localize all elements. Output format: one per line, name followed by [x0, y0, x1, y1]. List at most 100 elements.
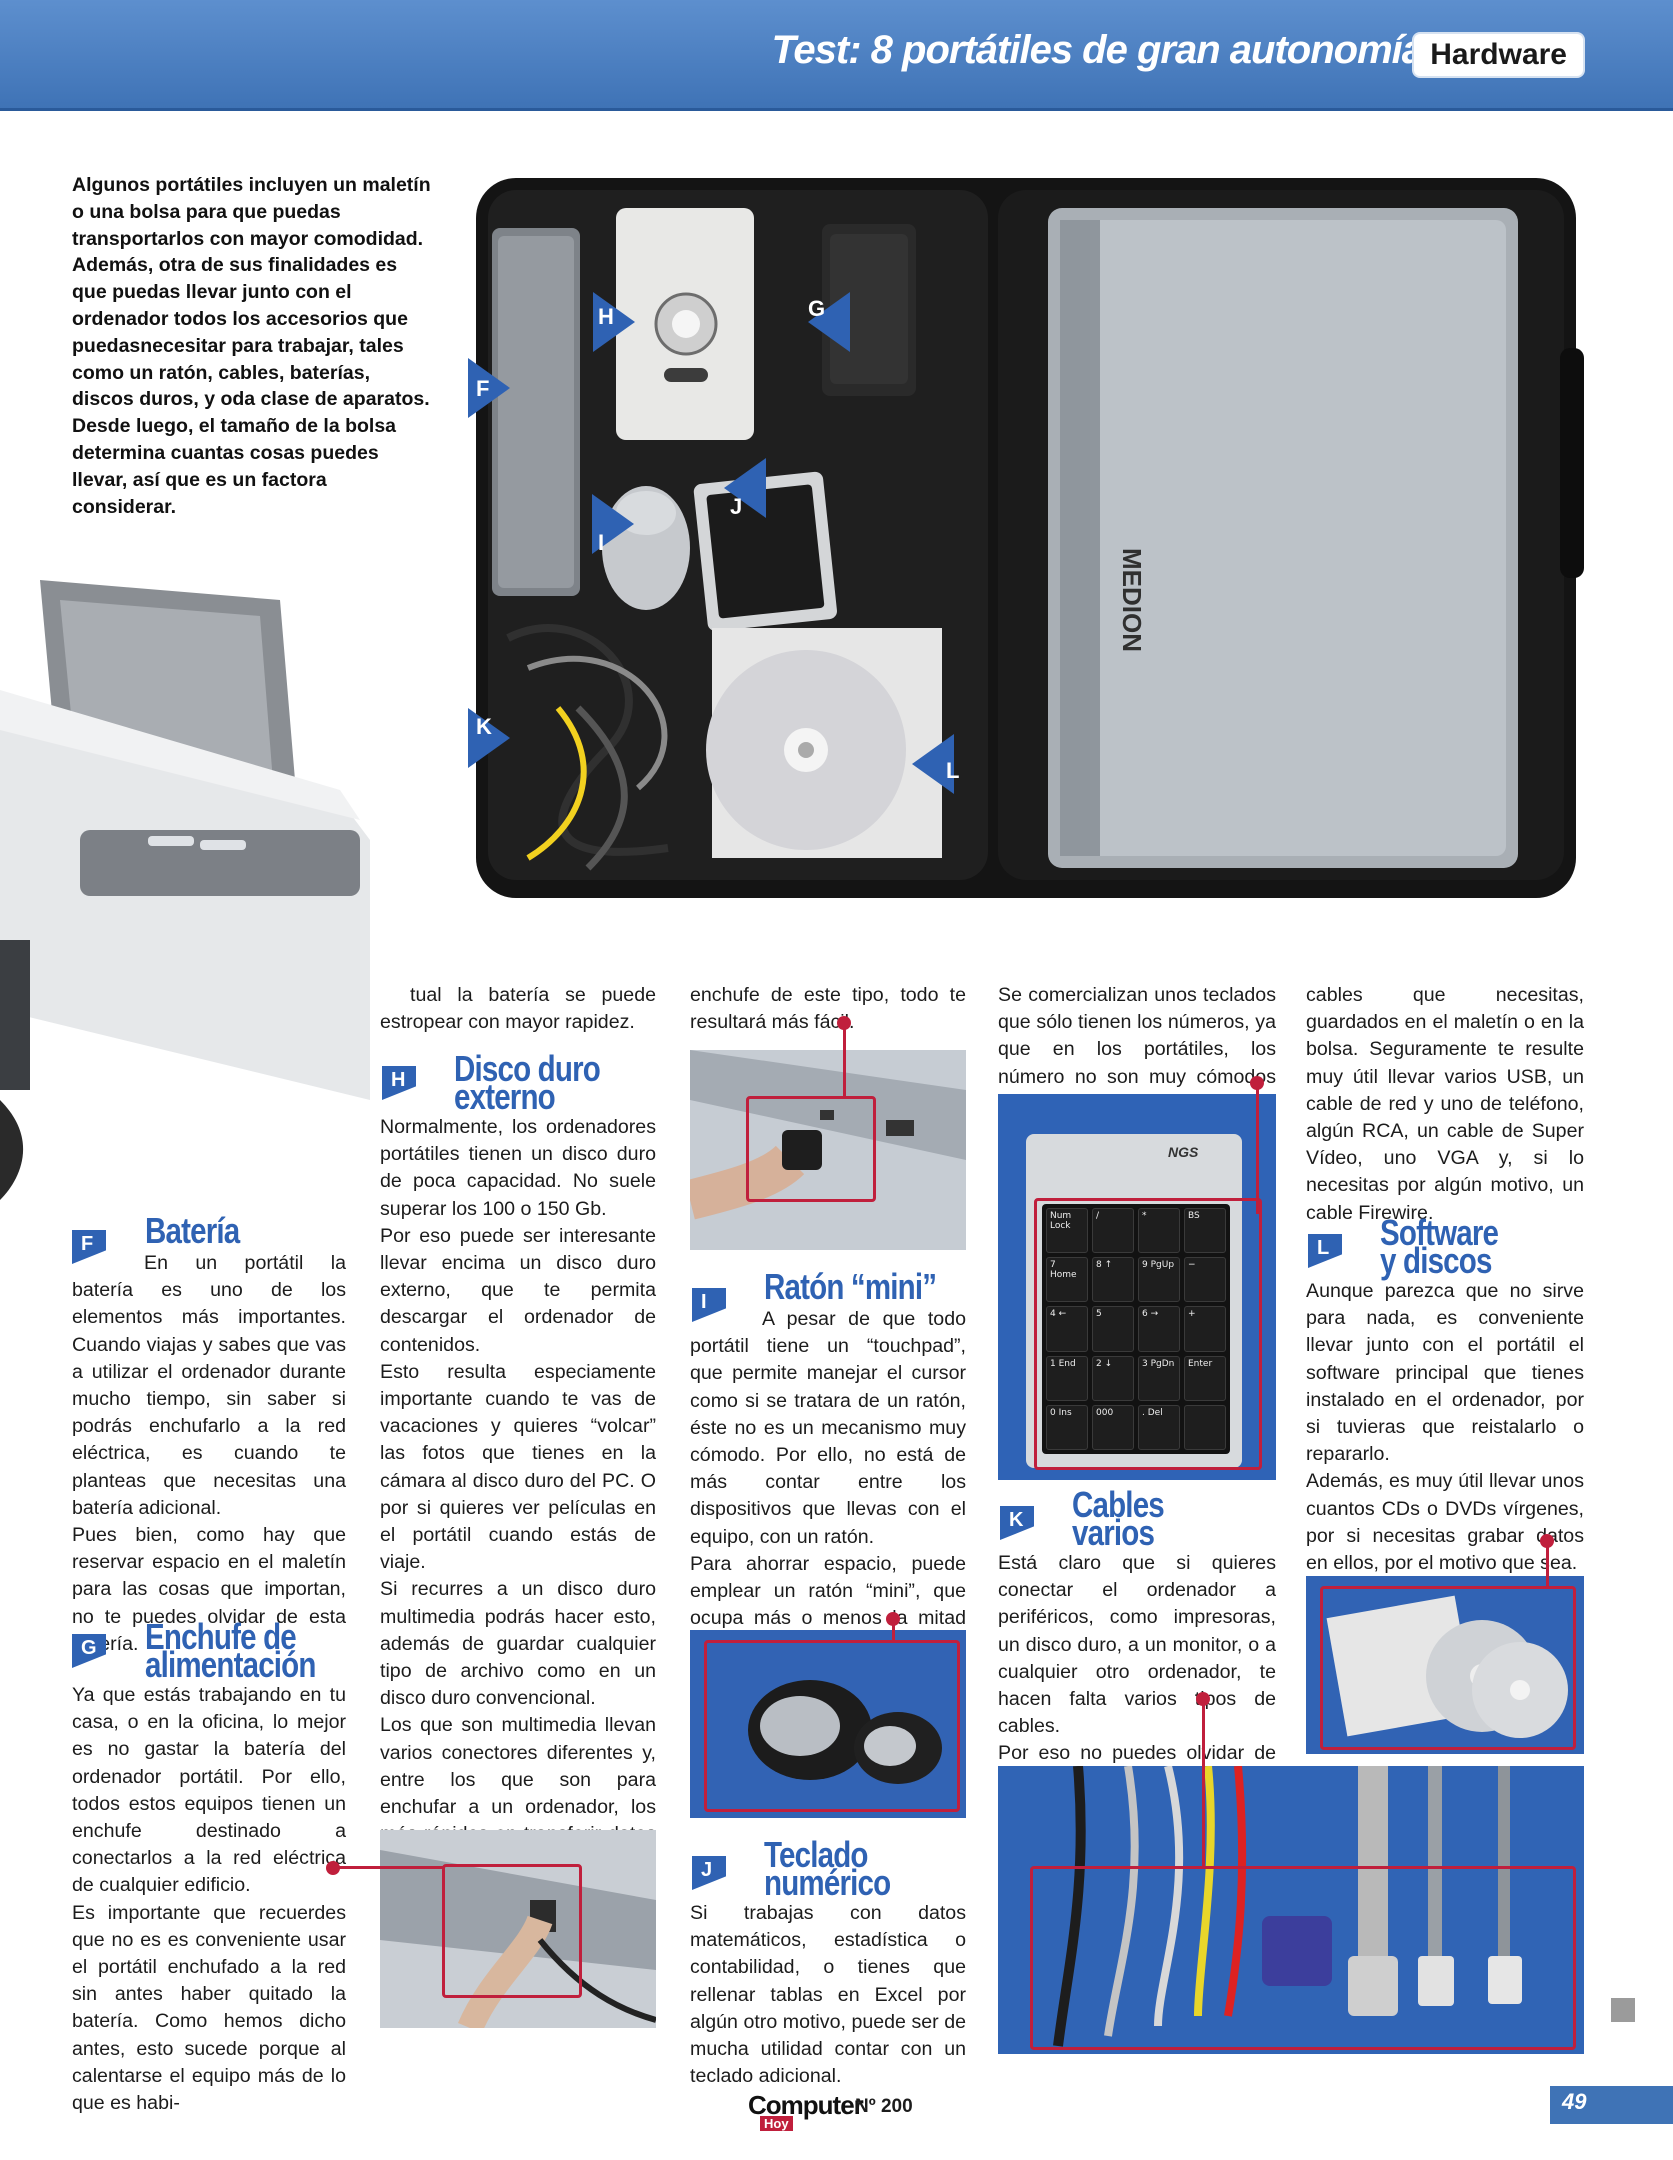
keypad-key: *: [1138, 1208, 1180, 1254]
section-l-title-1: Software: [1380, 1212, 1499, 1253]
keypad-key: 2 ↓: [1092, 1355, 1134, 1401]
page-number-bar: [1550, 2086, 1673, 2124]
section-f-title: Batería: [145, 1210, 240, 1251]
section-tag: Hardware: [1414, 34, 1583, 76]
section-h-title-2: externo: [454, 1076, 556, 1117]
page-marker-square: [1611, 1998, 1635, 2022]
magazine-logo-sub: Hoy: [760, 2116, 793, 2131]
marker-i-label: I: [598, 530, 605, 555]
cds-highlight: [1320, 1586, 1576, 1750]
section-j-badge: J: [692, 1856, 726, 1890]
keypad-key: −: [1184, 1257, 1226, 1303]
magazine-logo: Computer: [748, 2090, 864, 2120]
marker-k: [468, 708, 510, 768]
marker-f: [468, 358, 510, 418]
keypad-callout-line: [1256, 1082, 1259, 1214]
marker-l: [912, 734, 954, 794]
keypad-key: . Del: [1138, 1404, 1180, 1450]
column-2-text: tual la batería se puede estropear con m…: [380, 982, 656, 1036]
section-k-title-1: Cables: [1072, 1484, 1165, 1525]
keypad-key: 3 PgDn: [1138, 1355, 1180, 1401]
keypad-key: 8 ↑: [1092, 1257, 1134, 1303]
column-3-text-c: Si trabajas con datos matemáticos, estad…: [690, 1900, 966, 2090]
section-title: Test: 8 portátiles de gran autonomía: [771, 28, 1424, 72]
keypad-key: +: [1184, 1306, 1226, 1352]
marker-i: [592, 494, 634, 554]
raton-paragraph: A pesar de que todo portátil tiene un “t…: [690, 1308, 966, 1548]
keypad-key: 9 PgUp: [1138, 1257, 1180, 1303]
column-1-text: En un portátil la batería es uno de los …: [72, 1250, 346, 1658]
cables-callout-line: [1202, 1698, 1205, 1866]
firewire-callout-line: [843, 1022, 846, 1096]
cds-photo: [1306, 1576, 1584, 1754]
issue-number: Nº 200: [855, 2096, 913, 2117]
keypad-key: 6 →: [1138, 1306, 1180, 1352]
bateria-paragraph: En un portátil la batería es uno de los …: [72, 1252, 346, 1519]
marker-l-label: L: [946, 758, 960, 783]
disco-paragraph-4: Si recurres a un disco duro multimedia p…: [380, 1578, 656, 1710]
column-3-text: enchufe de este tipo, todo te resultará …: [690, 982, 966, 1036]
software-paragraph: Aunque parezca que no sirve para nada, e…: [1306, 1280, 1584, 1466]
keypad-key: [1184, 1404, 1226, 1450]
power-plug-callout-line: [332, 1866, 444, 1869]
section-g-badge: G: [72, 1634, 106, 1668]
col3-top-paragraph: enchufe de este tipo, todo te resultará …: [690, 984, 966, 1034]
keypad-highlight: [1034, 1198, 1262, 1470]
cds-callout-dot: [1540, 1534, 1554, 1548]
enchufe-paragraph: Ya que estás trabajando en tu casa, o en…: [72, 1684, 346, 1897]
disco-paragraph-2: Por eso puede ser interesante llevar enc…: [380, 1224, 656, 1356]
marker-j: [724, 458, 766, 518]
power-plug-highlight: [442, 1864, 582, 1998]
column-5-text: cables que necesitas, guardados en el ma…: [1306, 982, 1584, 1227]
cables-paragraph: Está claro que si quieres conectar el or…: [998, 1552, 1276, 1738]
keypad-key: Enter: [1184, 1355, 1226, 1401]
section-k-title-2: varios: [1072, 1512, 1155, 1553]
column-3-text-b: A pesar de que todo portátil tiene un “t…: [690, 1306, 966, 1660]
laptop-bag-photo: MEDION F H G I J: [468, 168, 1588, 908]
keypad-key: 000: [1092, 1404, 1134, 1450]
printer-photo: [0, 540, 380, 1200]
firewire-highlight: [746, 1096, 876, 1202]
column-4-text-b: Está claro que si quieres conectar el or…: [998, 1550, 1276, 1795]
section-k-badge: K: [1000, 1506, 1034, 1540]
section-i-title: Ratón “mini”: [764, 1266, 937, 1307]
firewire-callout-dot: [837, 1016, 851, 1030]
section-l-badge: L: [1308, 1234, 1342, 1268]
column-4-text: Se comercializan unos teclados que sólo …: [998, 982, 1276, 1118]
cables-photo: [998, 1766, 1584, 2054]
page-number: 49: [1562, 2089, 1587, 2114]
firewire-illustration: [690, 1050, 966, 1250]
keypad-key: 0 Ins: [1046, 1404, 1088, 1450]
teclado-paragraph: Si trabajas con datos matemáticos, estad…: [690, 1902, 966, 2088]
mice-photo: [690, 1630, 966, 1818]
keypad-key: 5: [1092, 1306, 1134, 1352]
marker-g: [808, 292, 850, 352]
intro-text: Algunos portátiles incluyen un maletín o…: [72, 174, 431, 518]
software-paragraph-2: Además, es muy útil llevar unos cuantos …: [1306, 1470, 1584, 1575]
firewire-photo: [690, 1050, 966, 1250]
keypad-brand: NGS: [1168, 1144, 1199, 1160]
keypad-callout-dot: [1250, 1076, 1264, 1090]
disco-paragraph: Normalmente, los ordenadores portátiles …: [380, 1116, 656, 1220]
keypad-key: 4 ←: [1046, 1306, 1088, 1352]
mice-callout-line: [892, 1618, 895, 1640]
keypad-key: BS: [1184, 1208, 1226, 1254]
printer-illustration: [0, 540, 380, 1200]
column-5-text-b: Aunque parezca que no sirve para nada, e…: [1306, 1278, 1584, 1577]
col2-top-paragraph: tual la batería se puede estropear con m…: [380, 984, 656, 1034]
col5-top-paragraph: cables que necesitas, guardados en el ma…: [1306, 984, 1584, 1224]
section-h-title-1: Disco duro: [454, 1048, 601, 1089]
marker-k-label: K: [476, 714, 492, 739]
header-bar: [0, 0, 1673, 111]
keypad-key: 1 End: [1046, 1355, 1088, 1401]
mice-highlight: [704, 1640, 960, 1812]
mice-callout-dot: [886, 1612, 900, 1626]
enchufe-paragraph-2: Es importante que recuerdes que no es es…: [72, 1901, 346, 2115]
laptop-bag-illustration: MEDION: [468, 168, 1588, 908]
marker-g-label: G: [808, 296, 826, 321]
mice-illustration: [690, 1630, 966, 1818]
column-2-text-b: Normalmente, los ordenadores portátiles …: [380, 1114, 656, 1903]
section-l-title-2: y discos: [1380, 1240, 1492, 1281]
disco-paragraph-3: Esto resulta especiamente importante cua…: [380, 1360, 656, 1574]
power-plug-callout-dot: [326, 1861, 340, 1875]
